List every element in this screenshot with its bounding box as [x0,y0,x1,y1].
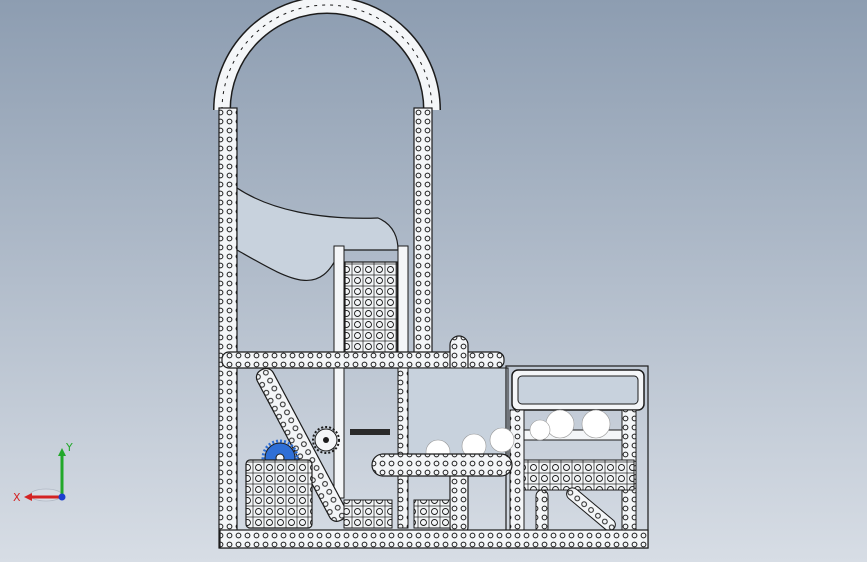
ball [581,409,611,439]
ball [489,427,515,453]
center-upright-right[interactable] [397,245,409,357]
arch-beam[interactable] [213,0,441,111]
lower-support-2[interactable] [397,367,409,529]
connector-block-2[interactable] [413,499,451,529]
z-axis-dot [58,493,66,501]
feeder-panel[interactable] [344,261,398,358]
connector-block-1[interactable] [343,499,393,529]
white-gear[interactable] [312,426,340,454]
lower-support-1[interactable] [333,367,345,499]
y-axis-arrow [58,448,66,456]
base-beam[interactable] [219,529,649,549]
motor-block[interactable] [245,459,313,529]
glass-tank[interactable] [407,367,509,464]
center-upright-left[interactable] [333,245,345,357]
balls [425,409,611,465]
chain-conveyor[interactable] [371,453,513,477]
black-axle[interactable] [350,429,390,435]
y-axis-label: Y [65,441,73,454]
triad-ground-plane [29,488,63,502]
ball [529,419,551,441]
main-crossbar[interactable] [221,351,505,369]
ball-collector-frame[interactable] [505,365,649,549]
right-linkage[interactable] [535,485,618,535]
x-axis-arrow [24,493,32,501]
left-tower-beam[interactable] [218,107,238,549]
x-axis-label: X [13,491,21,504]
ball [545,409,575,439]
hopper-chute[interactable] [236,186,399,281]
right-tower-beam[interactable] [413,107,433,361]
coordinate-triad: X Y [13,441,73,504]
